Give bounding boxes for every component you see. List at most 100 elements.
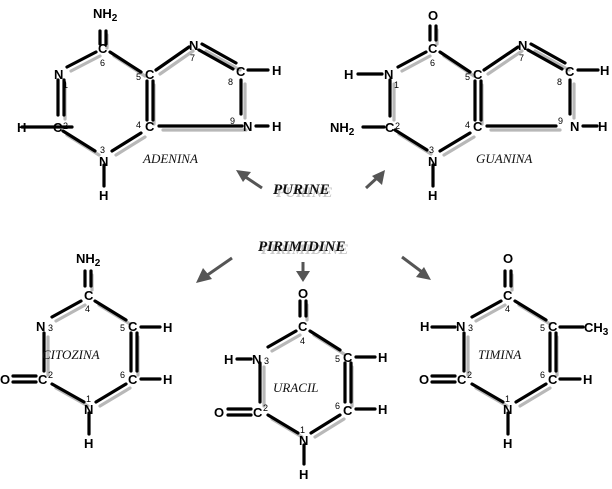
- bond: [50, 382, 86, 404]
- bond: [266, 413, 300, 435]
- atom-label: H: [99, 188, 108, 203]
- ring-number: 1: [63, 80, 68, 90]
- ring-number: 6: [430, 58, 435, 68]
- svg-text:PURINE: PURINE: [276, 185, 333, 201]
- bond: [309, 413, 342, 435]
- atom-label: C: [343, 350, 353, 365]
- ring-number: 3: [468, 323, 473, 333]
- molecule-name-timina: TIMINA: [478, 347, 521, 362]
- ring-number: 9: [230, 116, 235, 126]
- bond: [94, 382, 128, 404]
- bond: [529, 42, 567, 65]
- bond: [65, 50, 98, 69]
- atom-label: NH2: [76, 251, 101, 269]
- atom-label: N: [252, 352, 261, 367]
- bond: [438, 50, 472, 74]
- bond: [197, 48, 235, 71]
- atom-label: C: [128, 319, 138, 334]
- bond: [93, 299, 128, 322]
- atom-label: C: [84, 288, 94, 303]
- bond: [108, 50, 143, 74]
- bond: [200, 42, 238, 65]
- molecule-name-adenina: ADENINA: [142, 151, 198, 166]
- atom-label: C: [145, 67, 155, 82]
- ring-number: 2: [63, 121, 68, 131]
- bond: [513, 299, 548, 322]
- bond: [393, 128, 429, 152]
- ring-number: 4: [465, 120, 470, 130]
- atom-label: N: [384, 67, 393, 82]
- atom-label: O: [214, 405, 224, 420]
- ring-number: 8: [228, 77, 233, 87]
- atom-label: H: [163, 320, 172, 335]
- ring-number: 9: [558, 116, 563, 126]
- molecule-name-citozina: CITOZINA: [42, 347, 100, 362]
- bond: [514, 382, 548, 404]
- atom-label: C: [548, 372, 558, 387]
- bond: [526, 48, 564, 71]
- guanine-structure: O C 6 H N 1 NH2 C 2 N 3 H C 5 C 4 N 7 C …: [330, 8, 609, 203]
- atom-label: H: [600, 63, 609, 78]
- bond: [482, 45, 520, 72]
- atom-label: H: [224, 352, 233, 367]
- atom-label: H: [583, 372, 592, 387]
- atom-label: C: [473, 67, 483, 82]
- bond: [396, 50, 428, 69]
- ring-number: 2: [48, 370, 53, 380]
- atom-label: C: [428, 41, 438, 56]
- ring-number: 2: [395, 121, 400, 131]
- ring-number: 6: [335, 401, 340, 411]
- atom-label: C: [53, 120, 63, 135]
- purine-label-group: PURINE PURINE: [273, 182, 333, 201]
- atom-label: N: [503, 402, 512, 417]
- atom-label: H: [299, 467, 308, 482]
- atom-label: C: [343, 403, 353, 418]
- pyrimidine-label-group: PIRIMIDINE PIRIMIDINE: [258, 239, 349, 258]
- bond: [308, 329, 342, 352]
- atom-label: H: [428, 188, 437, 203]
- atom-label: C: [457, 372, 467, 387]
- ring-number: 6: [120, 370, 125, 380]
- ring-number: 3: [264, 356, 269, 366]
- atom-label: H: [378, 402, 387, 417]
- purine-class-label: PURINE: [273, 182, 330, 198]
- ring-number: 5: [540, 323, 545, 333]
- atom-label: CH3: [584, 320, 609, 338]
- atom-label: C: [38, 372, 48, 387]
- bond: [266, 329, 298, 349]
- arrow-to-uracil: [296, 262, 310, 282]
- atom-label: N: [518, 38, 527, 53]
- bond: [438, 131, 472, 153]
- ring-number: 7: [519, 53, 524, 63]
- ring-number: 1: [394, 80, 399, 90]
- atom-label: N: [456, 319, 465, 334]
- atom-label: O: [503, 251, 513, 266]
- atom-label: N: [36, 319, 45, 334]
- atom-label: N: [84, 402, 93, 417]
- bond: [61, 129, 97, 153]
- arrow-to-timina: [401, 255, 431, 280]
- atom-label: N: [54, 67, 63, 82]
- bond: [154, 45, 191, 72]
- ring-number: 4: [136, 120, 141, 130]
- ring-number: 7: [190, 53, 195, 63]
- atom-label: NH2: [93, 6, 118, 24]
- atom-label: H: [598, 119, 607, 134]
- atom-label: N: [299, 433, 308, 448]
- ring-number: 3: [429, 145, 434, 155]
- atom-label: NH2: [330, 120, 355, 138]
- atom-label: H: [272, 63, 281, 78]
- arrow-to-adenine: [236, 170, 263, 190]
- atom-label: C: [145, 119, 155, 134]
- atom-label: C: [548, 319, 558, 334]
- atom-label: O: [0, 372, 10, 387]
- atom-label: H: [503, 436, 512, 451]
- ring-number: 4: [505, 304, 510, 314]
- ring-number: 4: [85, 304, 90, 314]
- atom-label: H: [84, 436, 93, 451]
- atom-label: H: [163, 372, 172, 387]
- ring-number: 6: [540, 370, 545, 380]
- uracil-structure: O C 4 H N 3 C 5 H O C 2 C 6 H N 1 H URAC…: [214, 286, 387, 482]
- atom-label: O: [298, 286, 308, 301]
